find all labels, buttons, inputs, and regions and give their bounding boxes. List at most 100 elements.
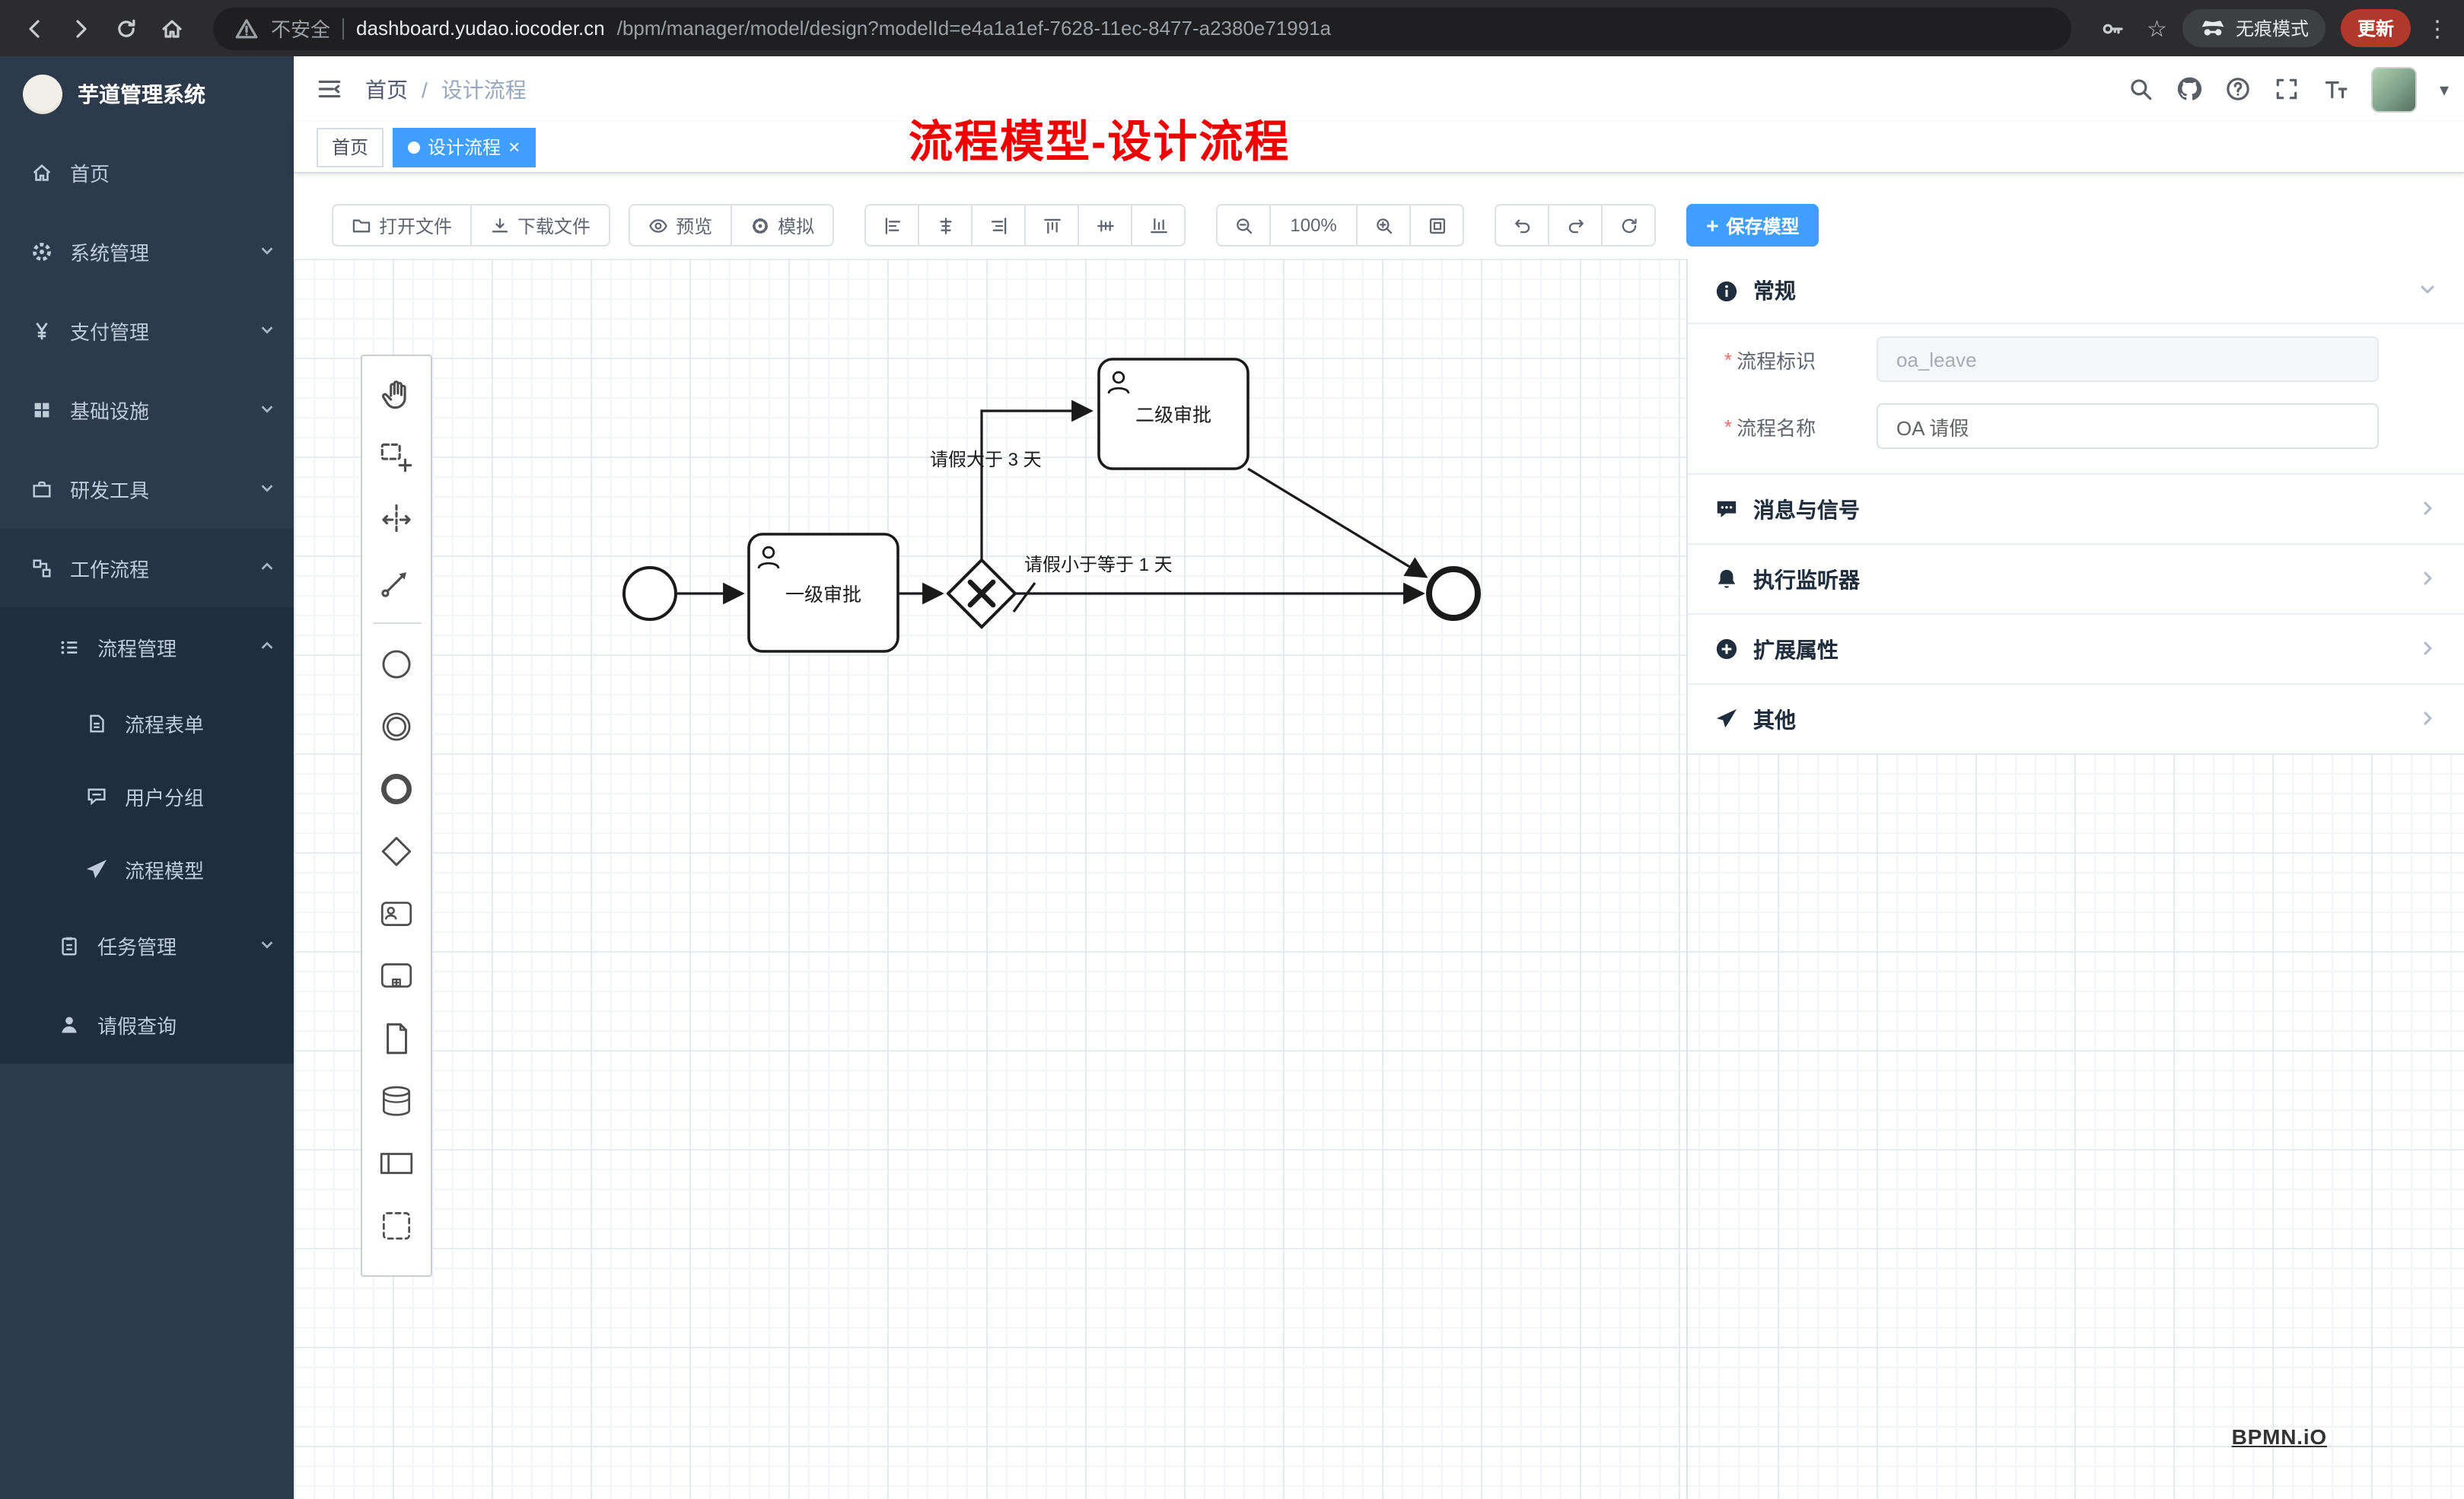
create-data-object[interactable]: [371, 1014, 422, 1064]
process-key-input[interactable]: [1877, 336, 2379, 382]
simulate-button[interactable]: 模拟: [731, 204, 835, 247]
space-tool[interactable]: [371, 495, 422, 545]
sidebar-item-devtools[interactable]: 研发工具: [0, 449, 294, 528]
panel-section-messages[interactable]: 消息与信号: [1688, 473, 2464, 543]
create-start-event[interactable]: [371, 639, 422, 689]
zoom-out-icon: [1236, 218, 1252, 234]
bpmn-canvas[interactable]: 一级审批 二级审批: [294, 259, 2464, 1499]
url-domain[interactable]: dashboard.yudao.iocoder.cn: [356, 17, 605, 40]
lasso-tool[interactable]: [371, 432, 422, 482]
flow-gateway-to-task2[interactable]: [980, 399, 1094, 560]
browser-home-button[interactable]: [152, 8, 192, 48]
sidebar-item-process-models[interactable]: 流程模型: [0, 832, 294, 905]
document-icon: [90, 714, 104, 732]
sidebar-item-payment[interactable]: 支付管理: [0, 291, 294, 370]
exclusive-gateway[interactable]: [946, 558, 1017, 629]
breadcrumb: 首页 / 设计流程: [365, 74, 527, 104]
sidebar-item-user-groups[interactable]: 用户分组: [0, 759, 294, 832]
flow-task2-to-end[interactable]: [1247, 467, 1428, 578]
align-center-button[interactable]: [918, 204, 973, 247]
bookmark-star-button[interactable]: ☆: [2147, 16, 2167, 42]
section-label: 消息与信号: [1753, 497, 1860, 521]
github-icon[interactable]: [2176, 76, 2202, 102]
url-path[interactable]: /bpm/manager/model/design?modelId=e4a1a1…: [616, 17, 1332, 40]
panel-section-listeners[interactable]: 执行监听器: [1688, 543, 2464, 613]
browser-reload-button[interactable]: [107, 8, 146, 48]
end-event[interactable]: [1426, 566, 1481, 621]
fullscreen-icon[interactable]: [2274, 76, 2300, 102]
align-bottom-button[interactable]: [1131, 204, 1186, 247]
download-file-button[interactable]: 下载文件: [470, 204, 611, 247]
hand-tool[interactable]: [371, 370, 422, 420]
browser-forward-button[interactable]: [61, 8, 100, 48]
update-button[interactable]: 更新: [2340, 9, 2411, 47]
align-middle-button[interactable]: [1078, 204, 1133, 247]
close-icon[interactable]: ×: [508, 135, 520, 158]
zoom-in-button[interactable]: [1356, 204, 1412, 247]
sidebar-item-task-management[interactable]: 任务管理: [0, 905, 294, 985]
required-mark: *: [1724, 415, 1733, 438]
panel-section-general[interactable]: 常规: [1688, 259, 2464, 323]
global-connect-tool[interactable]: [371, 557, 422, 607]
sidebar-item-system[interactable]: 系统管理: [0, 212, 294, 291]
create-data-store[interactable]: [371, 1076, 422, 1126]
create-end-event[interactable]: [371, 764, 422, 814]
create-gateway[interactable]: [371, 826, 422, 877]
restart-button[interactable]: [1601, 204, 1657, 247]
zoom-out-button[interactable]: [1216, 204, 1272, 247]
align-top-button[interactable]: [1024, 204, 1080, 247]
task-first-approval[interactable]: 一级审批: [747, 533, 899, 653]
required-mark: *: [1724, 348, 1733, 371]
password-key-button[interactable]: [2092, 8, 2131, 48]
redo-button[interactable]: [1548, 204, 1603, 247]
user-avatar[interactable]: [2370, 66, 2417, 112]
data-object-icon: [387, 1023, 407, 1055]
create-user-task[interactable]: [371, 889, 422, 939]
breadcrumb-home[interactable]: 首页: [365, 77, 408, 101]
sidebar-item-home[interactable]: 首页: [0, 132, 294, 212]
sidebar-item-label: 流程模型: [125, 859, 205, 882]
align-center-icon: [939, 217, 951, 234]
undo-button[interactable]: [1495, 204, 1550, 247]
zoom-level[interactable]: 100%: [1269, 204, 1358, 247]
flow-label-le1[interactable]: 请假小于等于 1 天: [1024, 555, 1173, 575]
sequence-flows[interactable]: [677, 399, 1428, 613]
start-event[interactable]: [622, 566, 677, 621]
create-participant[interactable]: [371, 1138, 422, 1189]
tab-home[interactable]: 首页: [317, 127, 384, 167]
panel-section-extensions[interactable]: 扩展属性: [1688, 613, 2464, 683]
sidebar-item-infrastructure[interactable]: 基础设施: [0, 370, 294, 449]
address-bar[interactable]: 不安全 dashboard.yudao.iocoder.cn/bpm/manag…: [213, 7, 2071, 49]
save-model-button[interactable]: +保存模型: [1686, 204, 1819, 247]
tab-design[interactable]: 设计流程 ×: [393, 127, 536, 167]
sidebar-item-process-management[interactable]: 流程管理: [0, 607, 294, 686]
browser-menu-button[interactable]: ⋮: [2426, 16, 2449, 42]
sidebar-item-process-forms[interactable]: 流程表单: [0, 686, 294, 759]
security-label[interactable]: 不安全: [271, 18, 331, 41]
flow-label-gt3[interactable]: 请假大于 3 天: [930, 450, 1042, 470]
avatar-caret-icon[interactable]: ▾: [2439, 78, 2449, 100]
process-name-input[interactable]: [1877, 403, 2379, 449]
sidebar-collapse-button[interactable]: [294, 76, 365, 102]
open-file-button[interactable]: 打开文件: [332, 204, 473, 247]
field-process-name: *流程名称: [1688, 403, 2464, 449]
task-second-approval[interactable]: 二级审批: [1097, 358, 1250, 470]
search-icon[interactable]: [2128, 76, 2154, 102]
panel-section-other[interactable]: 其他: [1688, 683, 2464, 753]
align-left-button[interactable]: [864, 204, 920, 247]
help-icon[interactable]: [2225, 76, 2251, 102]
chat-group-icon: [88, 788, 106, 805]
plus-icon: +: [1706, 213, 1719, 237]
sidebar-item-leave-query[interactable]: 请假查询: [0, 985, 294, 1064]
toolbox-icon: [33, 480, 51, 497]
create-group[interactable]: [371, 1201, 422, 1251]
create-subprocess[interactable]: [371, 951, 422, 1001]
browser-back-button[interactable]: [15, 8, 55, 48]
font-size-icon[interactable]: [2322, 76, 2348, 102]
fit-viewport-button[interactable]: [1409, 204, 1465, 247]
align-right-button[interactable]: [971, 204, 1027, 247]
bpmn-io-logo[interactable]: BPMN.iO: [2231, 1424, 2327, 1449]
create-intermediate-event[interactable]: [371, 702, 422, 752]
preview-button[interactable]: 预览: [629, 204, 733, 247]
sidebar-item-workflow[interactable]: 工作流程: [0, 528, 294, 607]
